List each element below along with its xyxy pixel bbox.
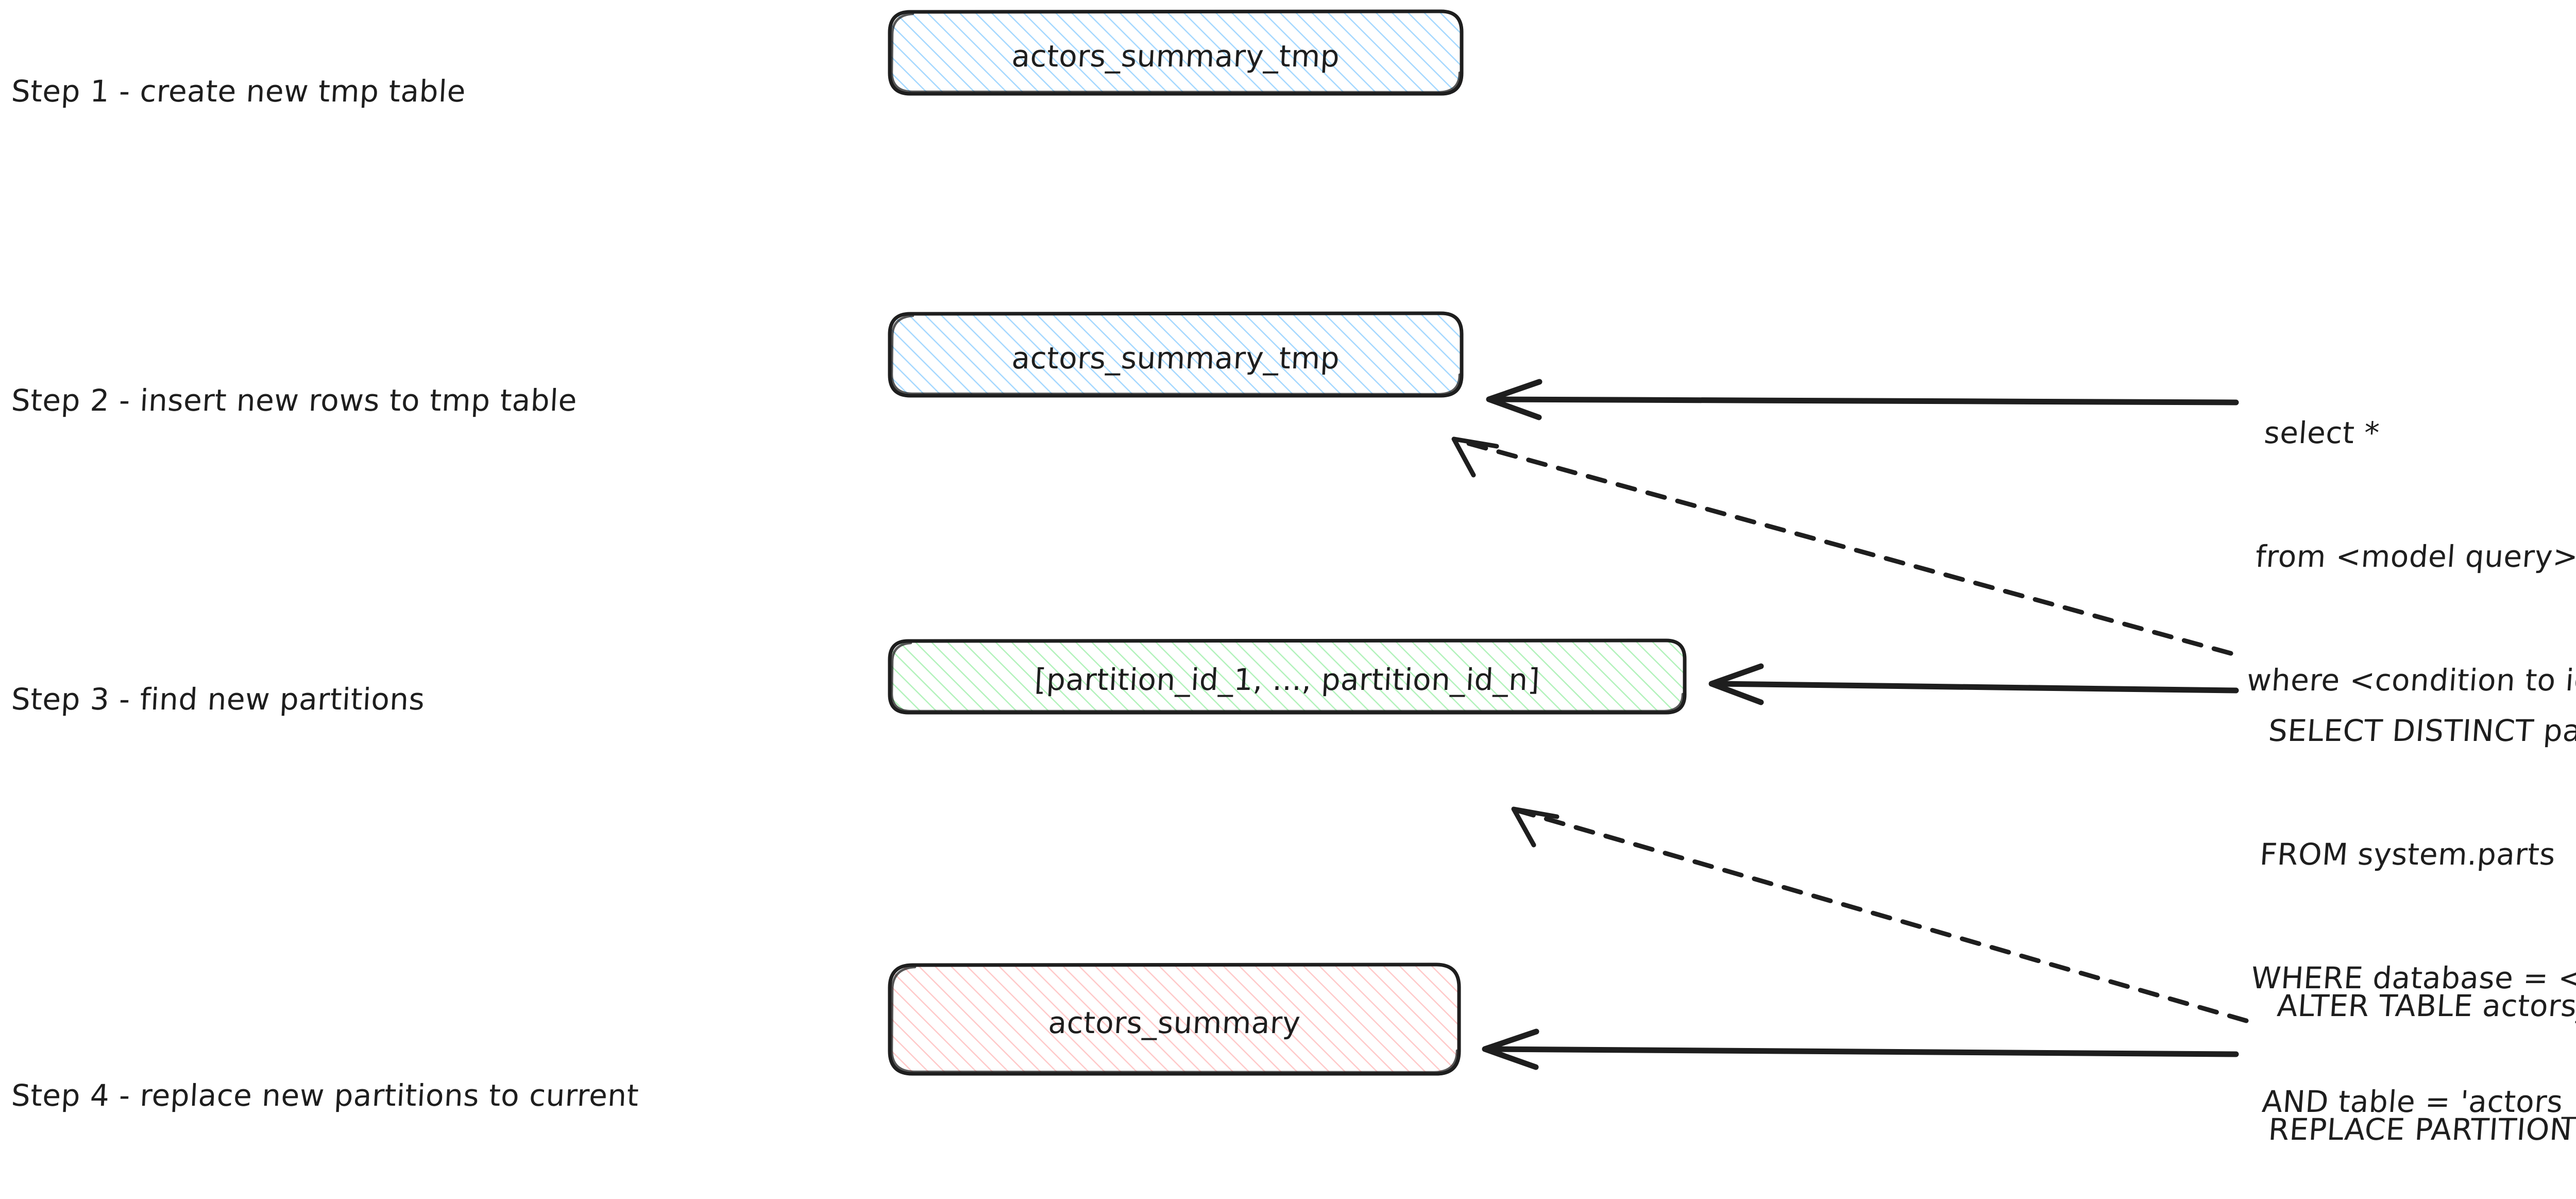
step-label-3: Step 3 - find new partitions	[10, 682, 426, 717]
sql-insert-line-1: select *	[2263, 415, 2381, 451]
sql-find-line-1: SELECT DISTINCT partition_id	[2267, 713, 2576, 749]
arrow-find-partitions-sql-to-tmp-table	[1451, 436, 2233, 656]
node-label-partition-list: [partition_id_1, ..., partition_id_n]	[1033, 662, 1541, 697]
step-label-4: Step 4 - replace new partitions to curre…	[10, 1078, 640, 1113]
arrow-find-partitions-sql-to-partition-list	[1708, 663, 2239, 705]
arrow-insert-sql-to-tmp-table	[1486, 379, 2239, 420]
step-label-2: Step 2 - insert new rows to tmp table	[10, 383, 578, 418]
step-label-1: Step 1 - create new tmp table	[10, 74, 467, 109]
sql-replace-line-1: ALTER TABLE actors_summary	[2276, 988, 2576, 1024]
node-label-target-table: actors_summary	[1047, 1005, 1301, 1040]
arrow-replace-sql-to-partition-list	[1511, 806, 2249, 1023]
sql-find-line-2: FROM system.parts	[2259, 837, 2557, 872]
arrow-replace-sql-to-target-table	[1482, 1028, 2239, 1070]
node-label-tmp-table-2: actors_summary_tmp	[1010, 341, 1341, 376]
sql-replace-line-2: REPLACE PARTITION partition_id_1	[2267, 1112, 2573, 1147]
node-label-tmp-table-1: actors_summary_tmp	[1010, 39, 1341, 74]
sql-insert-line-2: from <model query>	[2254, 539, 2576, 575]
